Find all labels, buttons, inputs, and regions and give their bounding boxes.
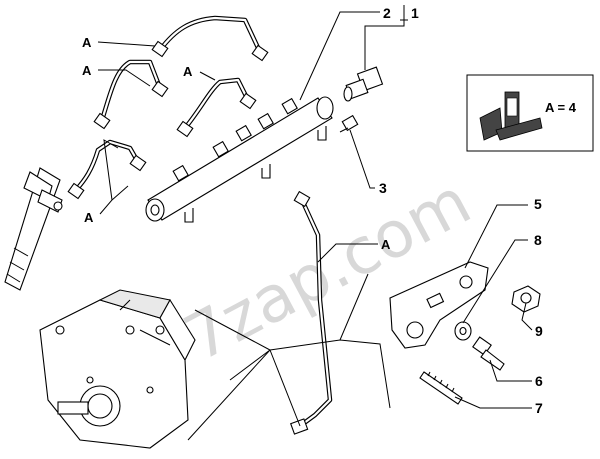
pressure-sensor	[343, 66, 384, 102]
callout-a-upper-left: A	[82, 63, 92, 78]
callout-9: 9	[535, 323, 543, 339]
callout-3: 3	[379, 180, 387, 196]
callout-a-supply: A	[381, 237, 391, 252]
callout-2: 2	[383, 5, 391, 21]
bolt	[472, 336, 505, 371]
nut	[511, 285, 541, 313]
callout-a-mid: A	[183, 64, 193, 79]
legend-text: A = 4	[545, 100, 577, 115]
fuel-rail	[145, 96, 334, 223]
watermark-text: 7zap.com	[173, 165, 483, 376]
rail-bolt	[339, 114, 359, 133]
bracket	[389, 261, 489, 349]
leader-lines	[97, 5, 533, 441]
high-pressure-pump	[39, 289, 196, 449]
supply-pipe	[290, 190, 333, 435]
callout-1: 1	[411, 5, 419, 21]
callout-a-top: A	[82, 35, 92, 50]
legend-box: A = 4	[466, 74, 594, 152]
injector-pipes	[67, 15, 269, 200]
callout-5: 5	[534, 196, 542, 212]
injector	[4, 167, 63, 291]
callout-6: 6	[535, 373, 543, 389]
stud	[419, 371, 463, 405]
callout-7: 7	[535, 400, 543, 416]
callout-a-left: A	[84, 210, 94, 225]
callout-8: 8	[534, 232, 542, 248]
